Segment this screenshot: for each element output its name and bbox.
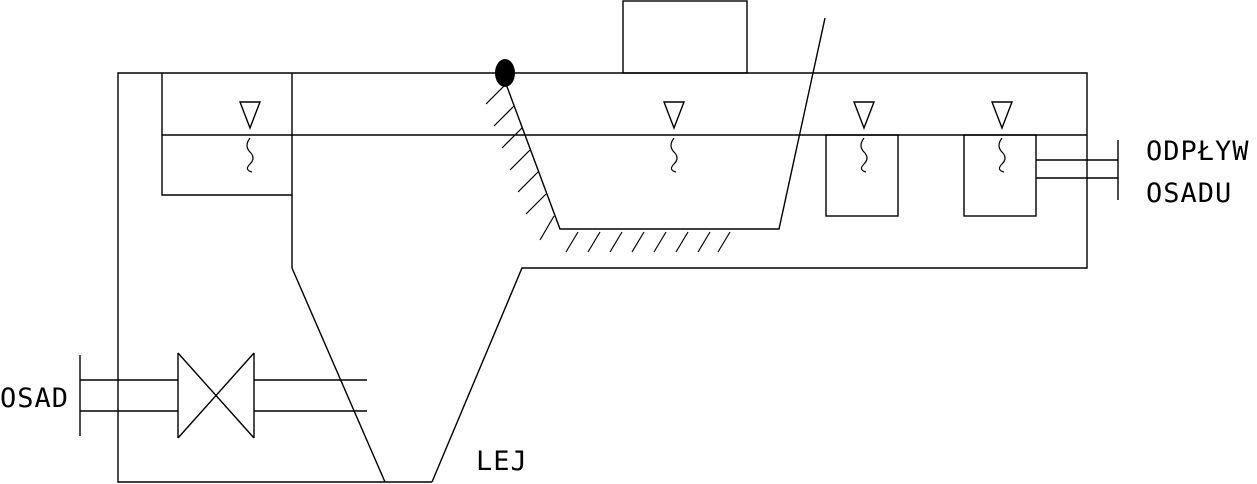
scraper-trough	[485, 17, 826, 253]
outlet-chamber-2	[963, 134, 1037, 217]
water-level-icon	[238, 101, 262, 173]
pivot-point-icon	[495, 59, 515, 87]
sediment-pipe	[79, 355, 367, 436]
outflow-label-line1: ODPŁYW	[1146, 136, 1250, 167]
valve-icon	[177, 352, 255, 439]
drive-housing	[622, 0, 748, 74]
water-level-icon	[990, 101, 1014, 173]
inlet-chamber	[161, 73, 292, 196]
tank-outline	[117, 72, 1088, 483]
water-level-icon	[662, 101, 686, 173]
funnel-label: LEJ	[476, 446, 528, 477]
water-level-icon	[852, 101, 876, 173]
outflow-pipe	[1036, 140, 1119, 200]
sediment-label: OSAD	[0, 383, 69, 414]
outlet-chamber-1	[825, 134, 899, 217]
outflow-label-line2: OSADU	[1146, 178, 1232, 209]
